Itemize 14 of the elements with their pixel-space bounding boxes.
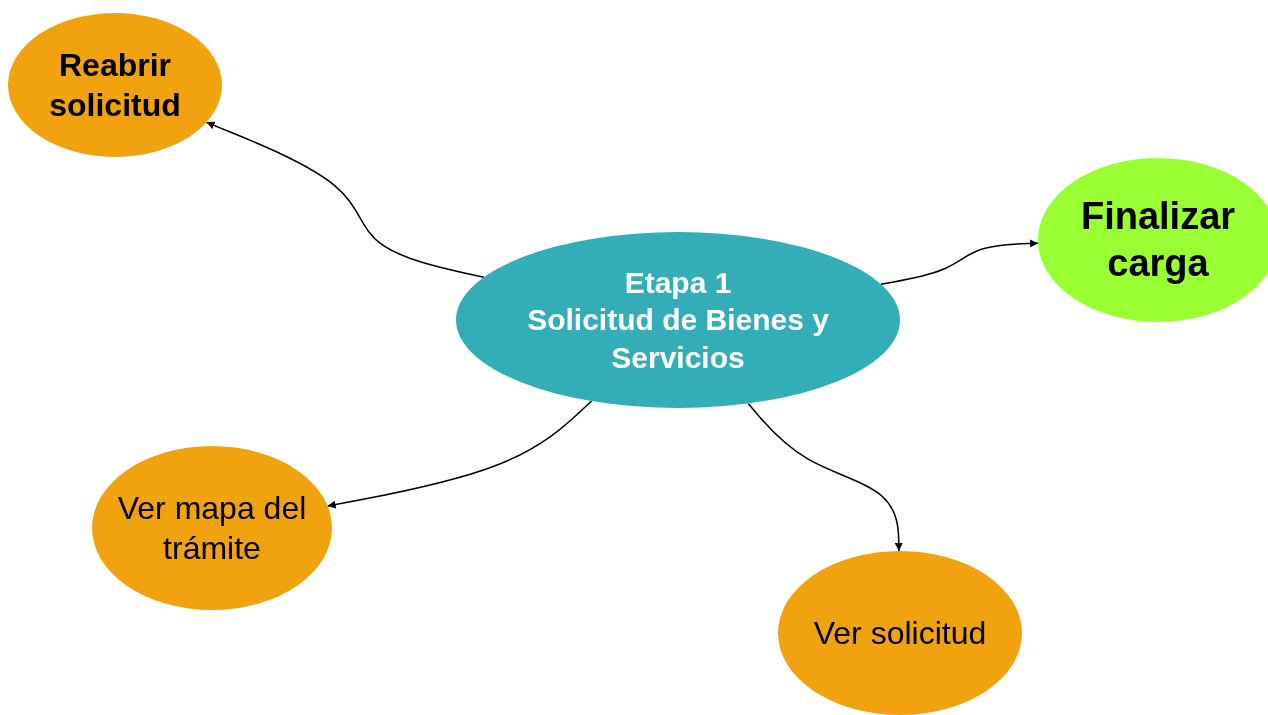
curved-arrow: [326, 400, 593, 509]
node-label: Reabrir solicitud: [48, 46, 182, 125]
curved-arrow: [880, 239, 1039, 285]
node-label: Solicitud de Bienes y Servicios: [526, 302, 830, 376]
ellipse-node: [456, 232, 900, 408]
ellipse-node: [8, 13, 222, 157]
curved-arrow: [747, 402, 903, 552]
node-label: Ver mapa del trámite: [116, 489, 308, 568]
ellipse-node: [778, 551, 1022, 715]
node-label: Finalizar carga: [1079, 193, 1237, 286]
node-label: Etapa 1: [624, 264, 732, 301]
ellipse-node: [92, 446, 332, 610]
node-label: Ver solicitud: [813, 614, 987, 653]
curved-arrow: [205, 121, 485, 279]
